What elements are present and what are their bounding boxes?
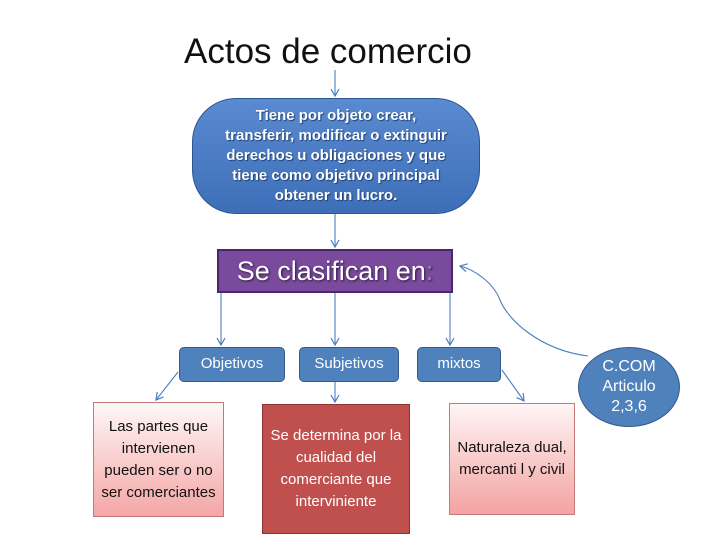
reference-ellipse: C.COM Articulo 2,3,6 [578,347,680,427]
description-mixtos: Naturaleza dual, mercanti l y civil [449,403,575,515]
reference-article-numbers: 2,3,6 [611,398,647,415]
definition-text: Tiene por objeto crear, transferir, modi… [225,107,447,204]
page-title: Actos de comercio [184,32,472,71]
category-subjetivos: Subjetivos [299,347,399,382]
classification-box: Se clasifican en: [217,249,453,293]
classification-colon: : [425,256,434,286]
description-objetivos: Las partes que intervienen pueden ser o … [93,402,224,517]
arrow-mixtos-to-description [501,369,525,402]
description-subjetivos-text: Se determina por la cualidad del comerci… [270,427,402,510]
arrow-objetivos-to-description [155,371,179,401]
category-subjetivos-label: Subjetivos [314,355,384,372]
description-objetivos-text: Las partes que intervienen pueden ser o … [101,417,216,501]
description-subjetivos: Se determina por la cualidad del comerci… [262,404,410,534]
classification-label: Se clasifican en [236,256,426,286]
category-objetivos: Objetivos [179,347,285,382]
category-mixtos: mixtos [417,347,501,382]
reference-article-label: Articulo [602,378,656,395]
definition-box: Tiene por objeto crear, transferir, modi… [192,98,480,214]
description-mixtos-text: Naturaleza dual, mercanti l y civil [457,439,567,478]
category-objetivos-label: Objetivos [200,355,264,372]
arrow-ccom-to-classify [458,263,589,357]
reference-code: C.COM [602,358,656,375]
category-mixtos-label: mixtos [437,355,481,372]
